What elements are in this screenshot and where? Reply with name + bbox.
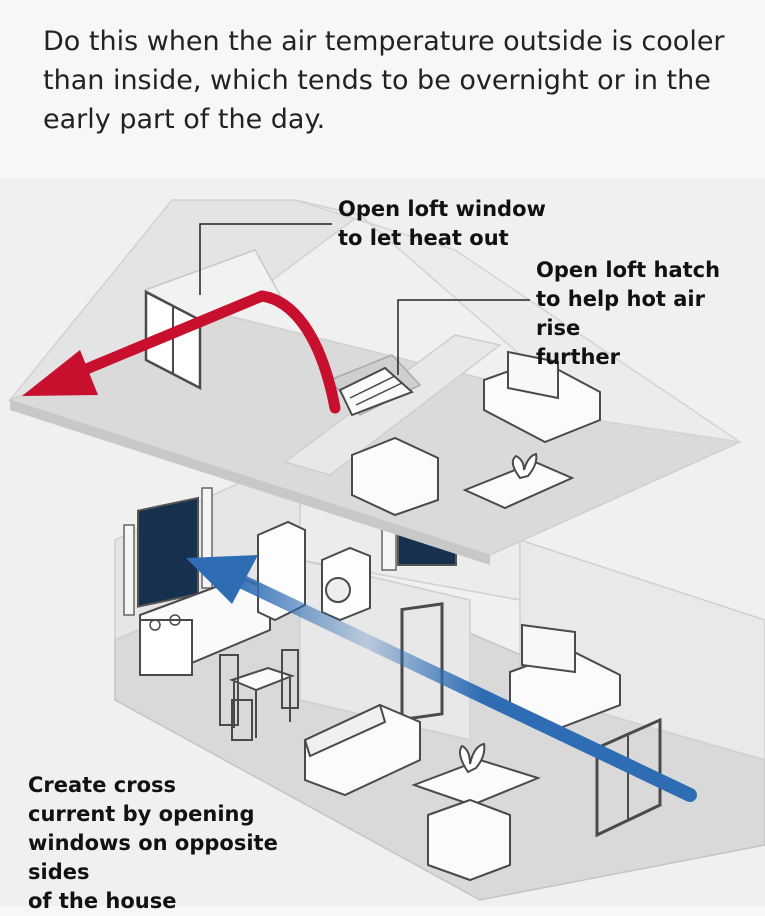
plant: [459, 742, 486, 774]
oven: [139, 619, 193, 676]
loft-armchair: [351, 436, 439, 517]
loft-window-label: Open loft window to let heat out: [338, 197, 546, 250]
loft-hatch-label: Open loft hatch to help hot air rise fur…: [536, 258, 721, 369]
hot-air-arrow: [54, 290, 268, 386]
dining-chair: [231, 699, 253, 741]
hot-air-arrowhead: [22, 350, 98, 396]
intro-text: Do this when the air temperature outside…: [43, 26, 725, 135]
loft-floor-edge: [10, 400, 490, 565]
kitchen-curtain-right: [201, 487, 213, 589]
cool-air-arrow: [221, 568, 697, 802]
patio-door: [595, 717, 662, 838]
dining-table: [229, 666, 295, 692]
cool-air-arrowhead: [186, 555, 258, 604]
hob-ring: [169, 614, 181, 626]
hob-ring: [149, 619, 161, 631]
kitchen-window: [137, 496, 199, 608]
cross-current-label: Create cross current by opening windows …: [28, 773, 278, 913]
kitchen-curtain-left: [123, 524, 135, 616]
armchair: [427, 798, 511, 882]
sofa-back: [303, 703, 387, 758]
loft: [7, 199, 743, 565]
coffee-table: [411, 758, 541, 807]
dining-chair: [281, 649, 299, 709]
loft-tv: [507, 350, 559, 400]
tv: [521, 623, 576, 674]
roof-back-slope: [294, 199, 741, 443]
loft-coffee-table: [462, 460, 575, 510]
dining-chair: [219, 654, 239, 726]
loft-hatch-leader: [397, 299, 530, 375]
loft-window-leader: [199, 223, 332, 295]
loft-plant: [511, 452, 538, 480]
ground-floor: [114, 453, 765, 901]
washing-machine-door: [325, 577, 351, 603]
hot-air-arrow: [256, 290, 341, 414]
